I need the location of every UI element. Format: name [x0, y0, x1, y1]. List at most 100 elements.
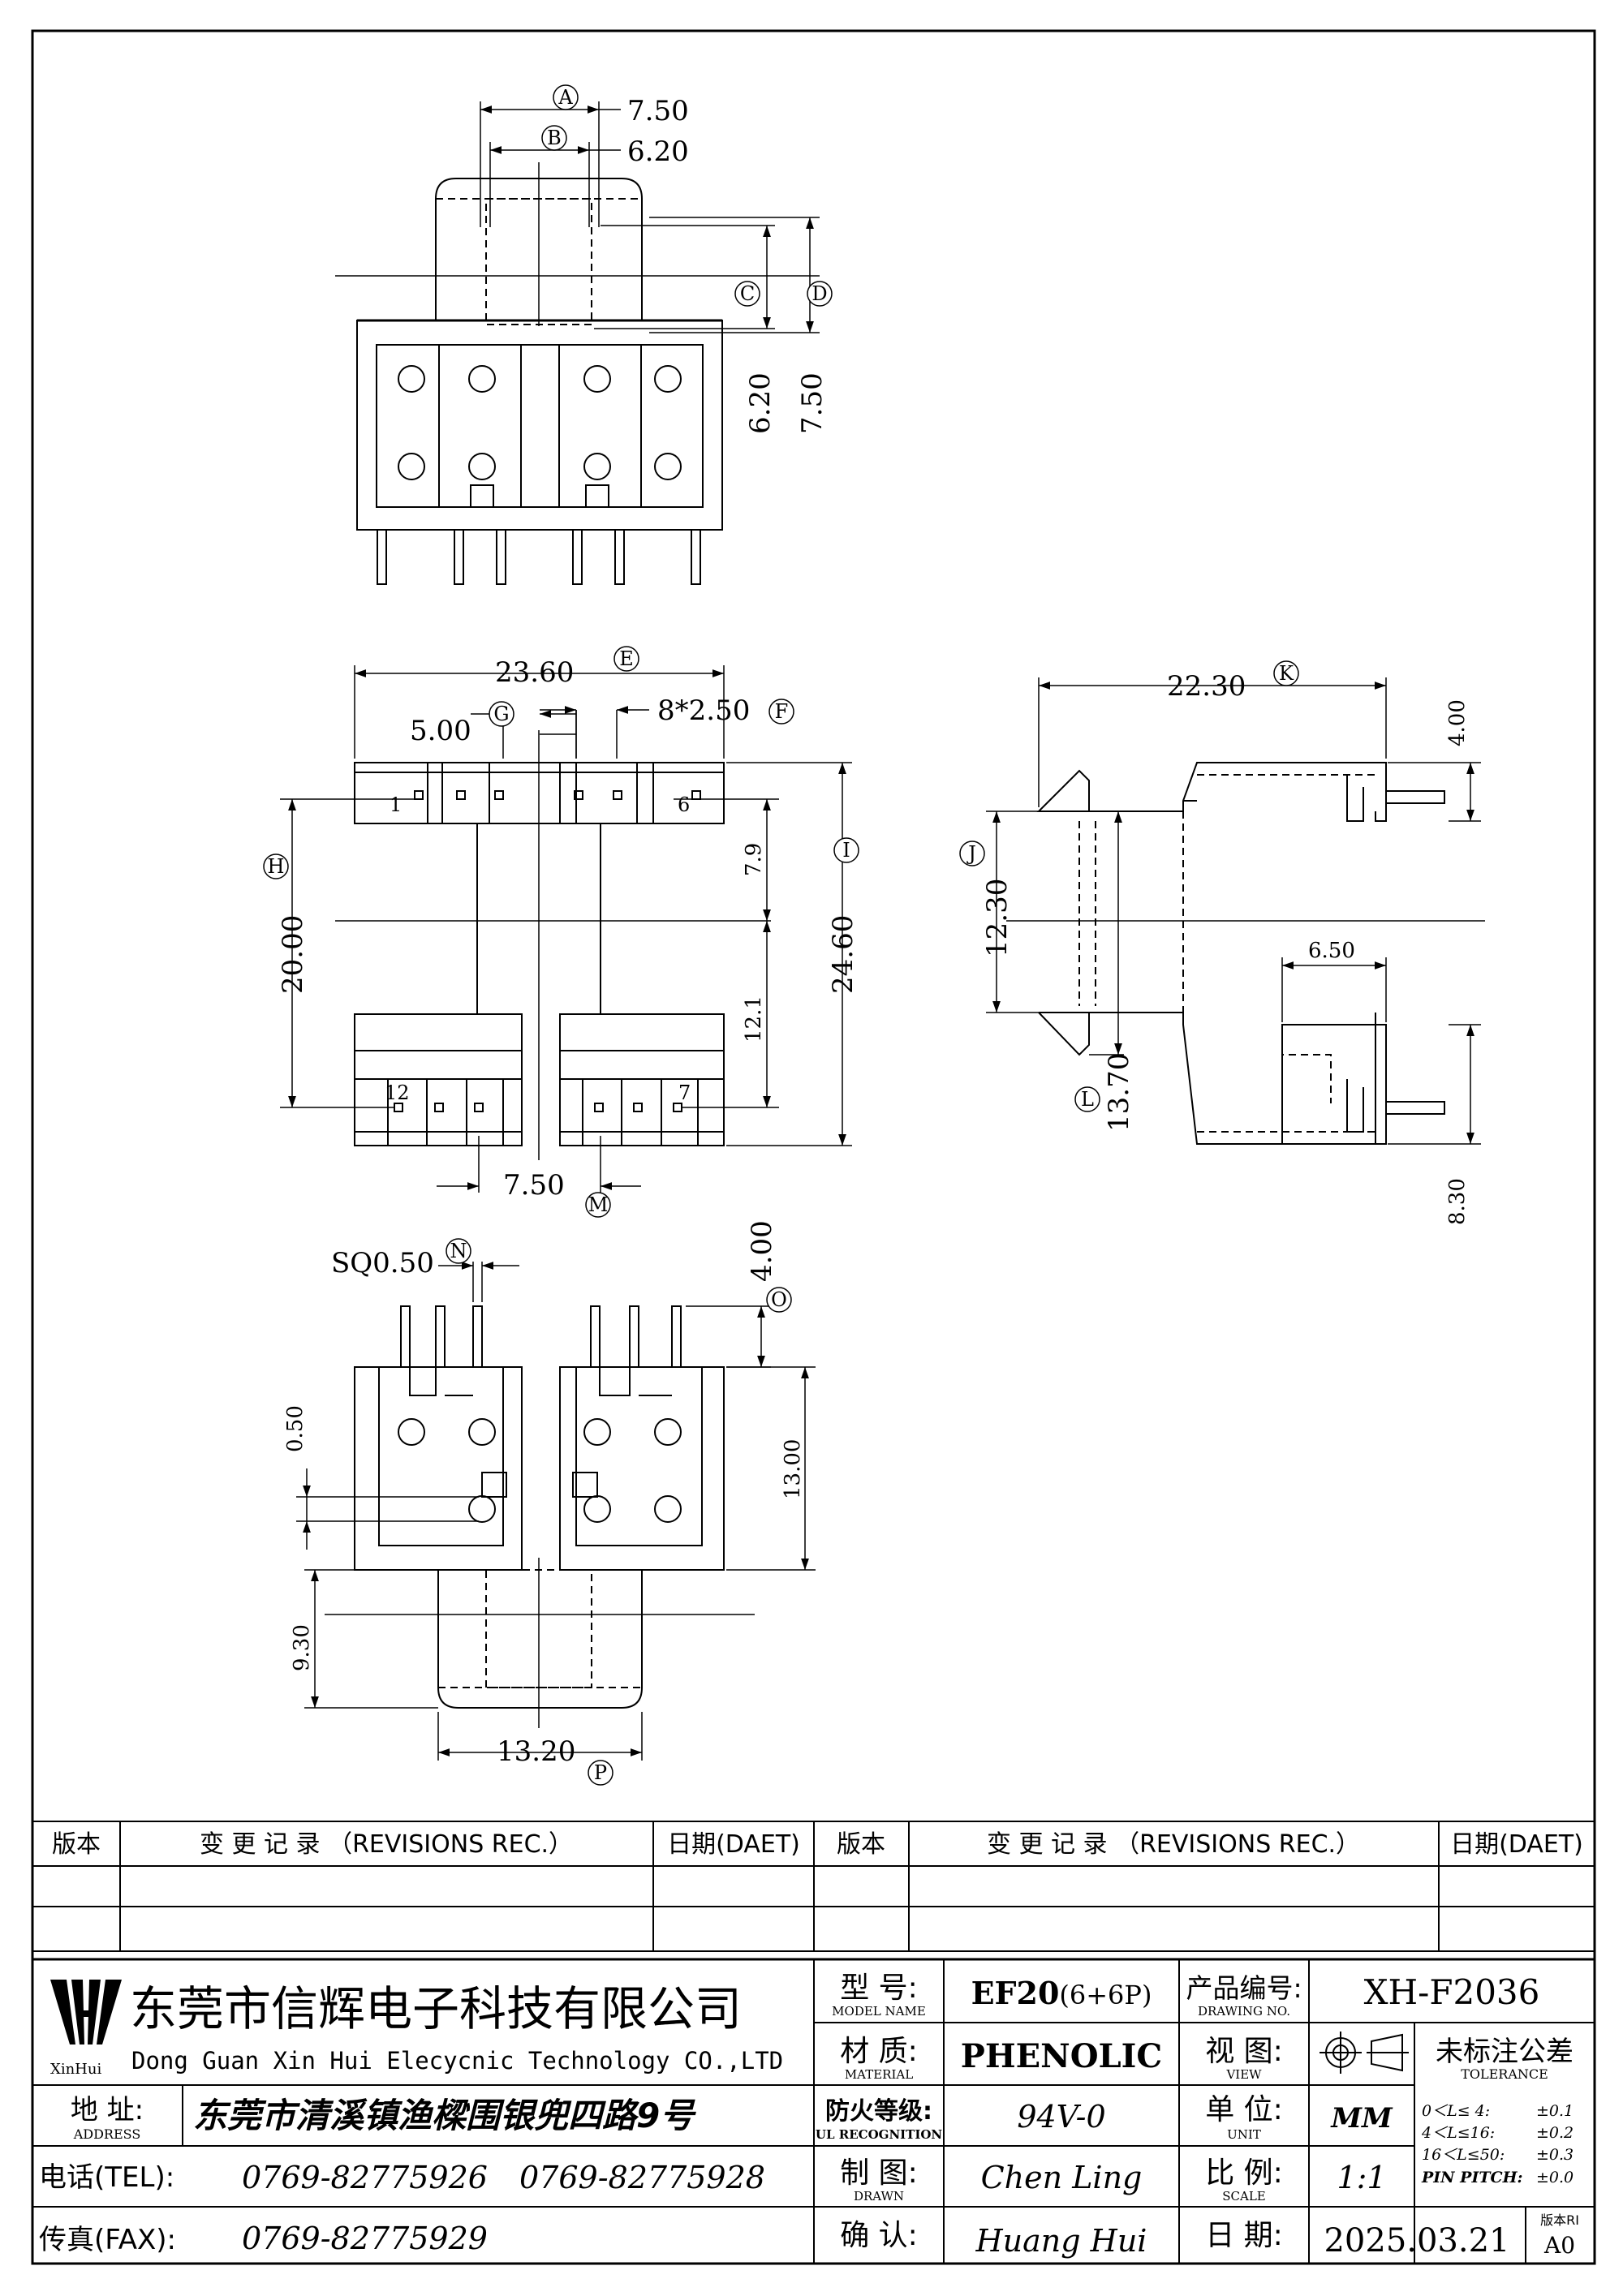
fax-value: 0769-82775929 [242, 2221, 488, 2256]
title-labels-right: 产品编号: DRAWING NO. 视 图: VIEW 单 位: UNIT 比 … [1186, 1972, 1302, 2252]
dim-i-top: 7.9 [742, 843, 766, 876]
dim-a: 7.50 [627, 95, 689, 127]
unit-value: MM [1330, 2102, 1393, 2135]
pin-7: 7 [678, 1081, 691, 1104]
company-name-cn: 东莞市信辉电子科技有限公司 [130, 1981, 742, 2036]
top-view [356, 178, 723, 585]
dim-m: 7.50 [503, 1169, 565, 1202]
tol1-value: ±0.1 [1536, 2102, 1573, 2120]
tol3-value: ±0.3 [1536, 2146, 1573, 2164]
dim-i-bottom: 12.1 [742, 995, 766, 1043]
rev-col-date-2: 日期(DAET) [1450, 1830, 1583, 1859]
dim-d: 7.50 [796, 372, 829, 434]
rev-col-date-1: 日期(DAET) [667, 1830, 800, 1859]
callouts [263, 84, 1299, 1786]
dim-b3-core: 9.30 [290, 1624, 314, 1671]
bottom-view [354, 1305, 725, 1709]
title-values-left: EF20(6+6P) PHENOLIC 94V-0 Chen Ling Huan… [961, 1975, 1162, 2259]
tolerance-title: 未标注公差 [1436, 2036, 1573, 2068]
rev-col-version-1: 版本 [52, 1830, 101, 1859]
dim-bottom: 8.30 [1445, 1178, 1470, 1225]
logo-text: XinHui [50, 2061, 101, 2078]
top-view-dimensions [480, 101, 820, 333]
callout-n: N [450, 1240, 467, 1262]
callout-l: L [1081, 1088, 1094, 1111]
callout-a: A [558, 86, 573, 109]
dim-f: 8*2.50 [657, 694, 750, 727]
model-value: EF20(6+6P) [971, 1975, 1152, 2011]
address-label: 地 址: [71, 2094, 144, 2126]
dim-j: 12.30 [981, 879, 1014, 957]
callout-h: H [268, 855, 285, 878]
drawn-label-en: DRAWN [854, 2189, 904, 2204]
pin-1: 1 [390, 793, 402, 816]
company-info: 东莞市信辉电子科技有限公司 Dong Guan Xin Hui Elecycni… [39, 1981, 783, 2256]
address-value: 东莞市清溪镇渔樑围银兜四路9号 [193, 2096, 696, 2135]
front-view-centerline [335, 730, 771, 1160]
dim-p: 13.20 [497, 1735, 575, 1768]
callout-o: O [771, 1288, 787, 1311]
model-label: 型 号: [840, 1971, 918, 2005]
view-label-en: VIEW [1225, 2067, 1262, 2082]
tol4-value: ±0.0 [1536, 2169, 1573, 2186]
title-labels-left: 型 号: MODEL NAME 材 质: MATERIAL 防火等级: UL R… [816, 1971, 943, 2252]
pin-numbers: 1 6 12 7 [385, 793, 691, 1104]
confirm-value: Huang Hui [975, 2223, 1147, 2259]
fire-value: 94V-0 [1017, 2099, 1105, 2135]
dim-b3-pin: 0.50 [283, 1405, 308, 1452]
view-label: 视 图: [1205, 2035, 1283, 2068]
company-logo [50, 1980, 122, 2044]
address-label-en: ADDRESS [73, 2126, 141, 2142]
rev-col-record-1: 变 更 记 录 （REVISIONS REC.） [200, 1830, 573, 1859]
date-value: 2025.03.21 [1324, 2222, 1509, 2259]
dim-n: SQ0.50 [331, 1247, 434, 1279]
title-values-right: XH-F2036 MM 1:1 2025.03.21 版本RI A0 [1319, 1972, 1579, 2259]
callout-p: P [594, 1761, 607, 1784]
drawn-value: Chen Ling [981, 2160, 1143, 2195]
dim-e: 23.60 [495, 656, 574, 689]
rev-col-record-2: 变 更 记 录 （REVISIONS REC.） [987, 1830, 1360, 1859]
callout-g: G [493, 703, 509, 725]
model-label-en: MODEL NAME [832, 2004, 926, 2019]
tol3-range: 16＜L≤50: [1422, 2146, 1505, 2164]
tol2-value: ±0.2 [1536, 2124, 1573, 2142]
callout-c: C [740, 282, 755, 305]
tel-label: 电话(TEL): [39, 2161, 174, 2194]
confirm-label: 确 认: [840, 2219, 918, 2252]
dim-o: 4.00 [746, 1220, 778, 1282]
callout-i: I [842, 839, 850, 862]
drawn-label: 制 图: [840, 2156, 918, 2190]
drawing-no-label: 产品编号: [1186, 1972, 1302, 2004]
callout-d: D [812, 282, 827, 305]
dim-b: 6.20 [627, 135, 689, 168]
date-label: 日 期: [1205, 2219, 1283, 2252]
version-label: 版本RI [1540, 2212, 1579, 2228]
revisions-table [32, 1821, 1595, 1952]
pin-6: 6 [678, 793, 690, 816]
front-view-dimensions [280, 665, 852, 1193]
rev-col-version-2: 版本 [837, 1830, 885, 1859]
side-view-dimensions [986, 677, 1481, 1145]
dim-g: 5.00 [410, 715, 471, 747]
callout-letters: A B C D E F G H I K J L M N O P [268, 86, 1295, 1784]
top-view-centerlines [335, 162, 820, 326]
dim-i: 24.60 [827, 915, 859, 994]
projection-symbol-icon [1319, 2032, 1409, 2074]
revisions-headers: 版本 变 更 记 录 （REVISIONS REC.） 日期(DAET) 版本 … [52, 1830, 1583, 1859]
tol2-range: 4＜L≤16: [1421, 2124, 1495, 2142]
dim-b3-height: 13.00 [781, 1439, 805, 1499]
callout-j: J [966, 842, 976, 865]
material-value: PHENOLIC [961, 2037, 1162, 2075]
callout-k: K [1279, 662, 1294, 685]
callout-e: E [619, 647, 634, 670]
dim-k-pin: 4.00 [1445, 699, 1470, 746]
scale-label: 比 例: [1205, 2156, 1283, 2190]
scale-label-en: SCALE [1222, 2189, 1266, 2204]
unit-label: 单 位: [1205, 2093, 1283, 2126]
callout-f: F [775, 700, 789, 723]
fire-label: 防火等级: [825, 2097, 932, 2126]
version-value: A0 [1543, 2232, 1575, 2259]
tolerance-block: 未标注公差 TOLERANCE 0＜L≤ 4: ±0.1 4＜L≤16: ±0.… [1421, 2036, 1573, 2186]
tel-1: 0769-82775926 [242, 2160, 488, 2195]
